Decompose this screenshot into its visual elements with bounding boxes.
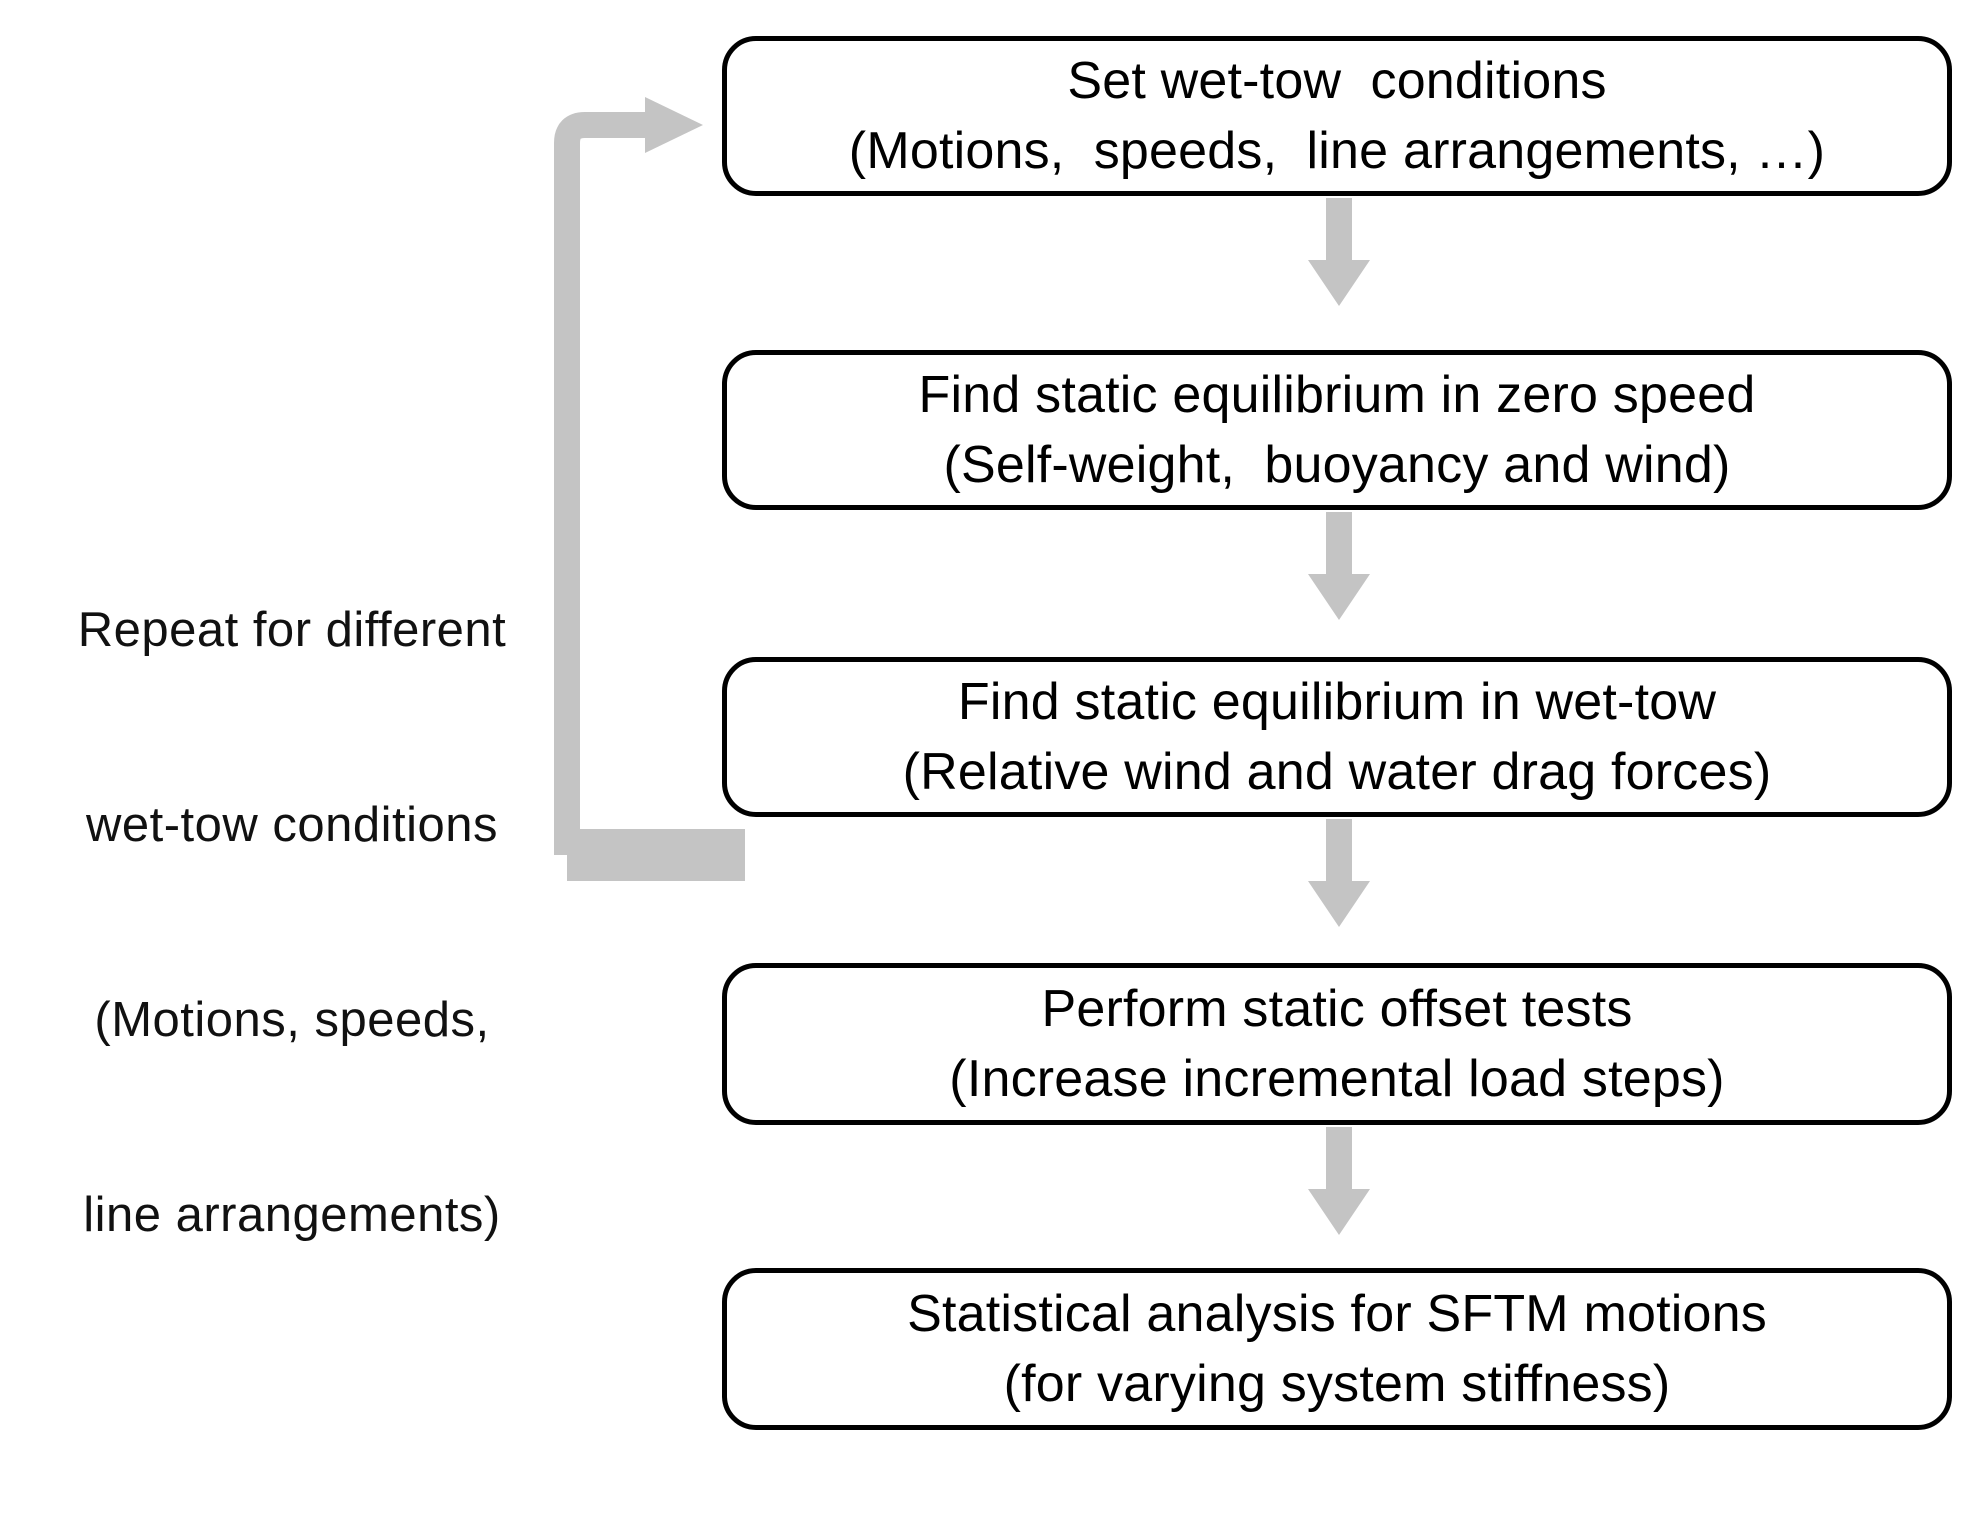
process-box-statistical-analysis-sftm-motions[interactable]: Statistical analysis for SFTM motions (f… — [722, 1268, 1952, 1430]
box-4-line-1: Perform static offset tests — [1041, 980, 1633, 1038]
box-2-line-2: (Self-weight, buoyancy and wind) — [943, 436, 1731, 494]
arrow-down-icon-4 — [1308, 1127, 1370, 1235]
process-box-find-static-equilibrium-wet-tow[interactable]: Find static equilibrium in wet-tow (Rela… — [722, 657, 1952, 817]
process-box-set-wet-tow-conditions[interactable]: Set wet-tow conditions (Motions, speeds,… — [722, 36, 1952, 196]
arrow-down-icon-1 — [1308, 198, 1370, 306]
box-1-line-1: Set wet-tow conditions — [1067, 52, 1607, 110]
loop-caption-line-3: (Motions, speeds, — [94, 993, 490, 1047]
arrow-down-icon-3 — [1308, 819, 1370, 927]
loop-caption-line-2: wet-tow conditions — [85, 798, 499, 852]
box-4-line-2: (Increase incremental load steps) — [949, 1050, 1725, 1108]
loop-caption: Repeat for different wet-tow conditions … — [12, 468, 572, 1378]
process-box-perform-static-offset-tests[interactable]: Perform static offset tests (Increase in… — [722, 963, 1952, 1125]
box-3-line-1: Find static equilibrium in wet-tow — [957, 673, 1717, 731]
box-3-line-2: (Relative wind and water drag forces) — [902, 743, 1772, 801]
box-5-line-1: Statistical analysis for SFTM motions — [907, 1285, 1767, 1343]
box-5-line-2: (for varying system stiffness) — [1003, 1355, 1671, 1413]
loop-caption-line-4: line arrangements) — [83, 1188, 501, 1242]
arrow-down-icon-2 — [1308, 512, 1370, 620]
process-box-find-static-equilibrium-zero-speed[interactable]: Find static equilibrium in zero speed (S… — [722, 350, 1952, 510]
process-step-column: Set wet-tow conditions (Motions, speeds,… — [722, 0, 1962, 1513]
box-2-line-1: Find static equilibrium in zero speed — [918, 366, 1756, 424]
box-1-line-2: (Motions, speeds, line arrangements, …) — [848, 122, 1826, 180]
loop-caption-line-1: Repeat for different — [77, 603, 507, 657]
